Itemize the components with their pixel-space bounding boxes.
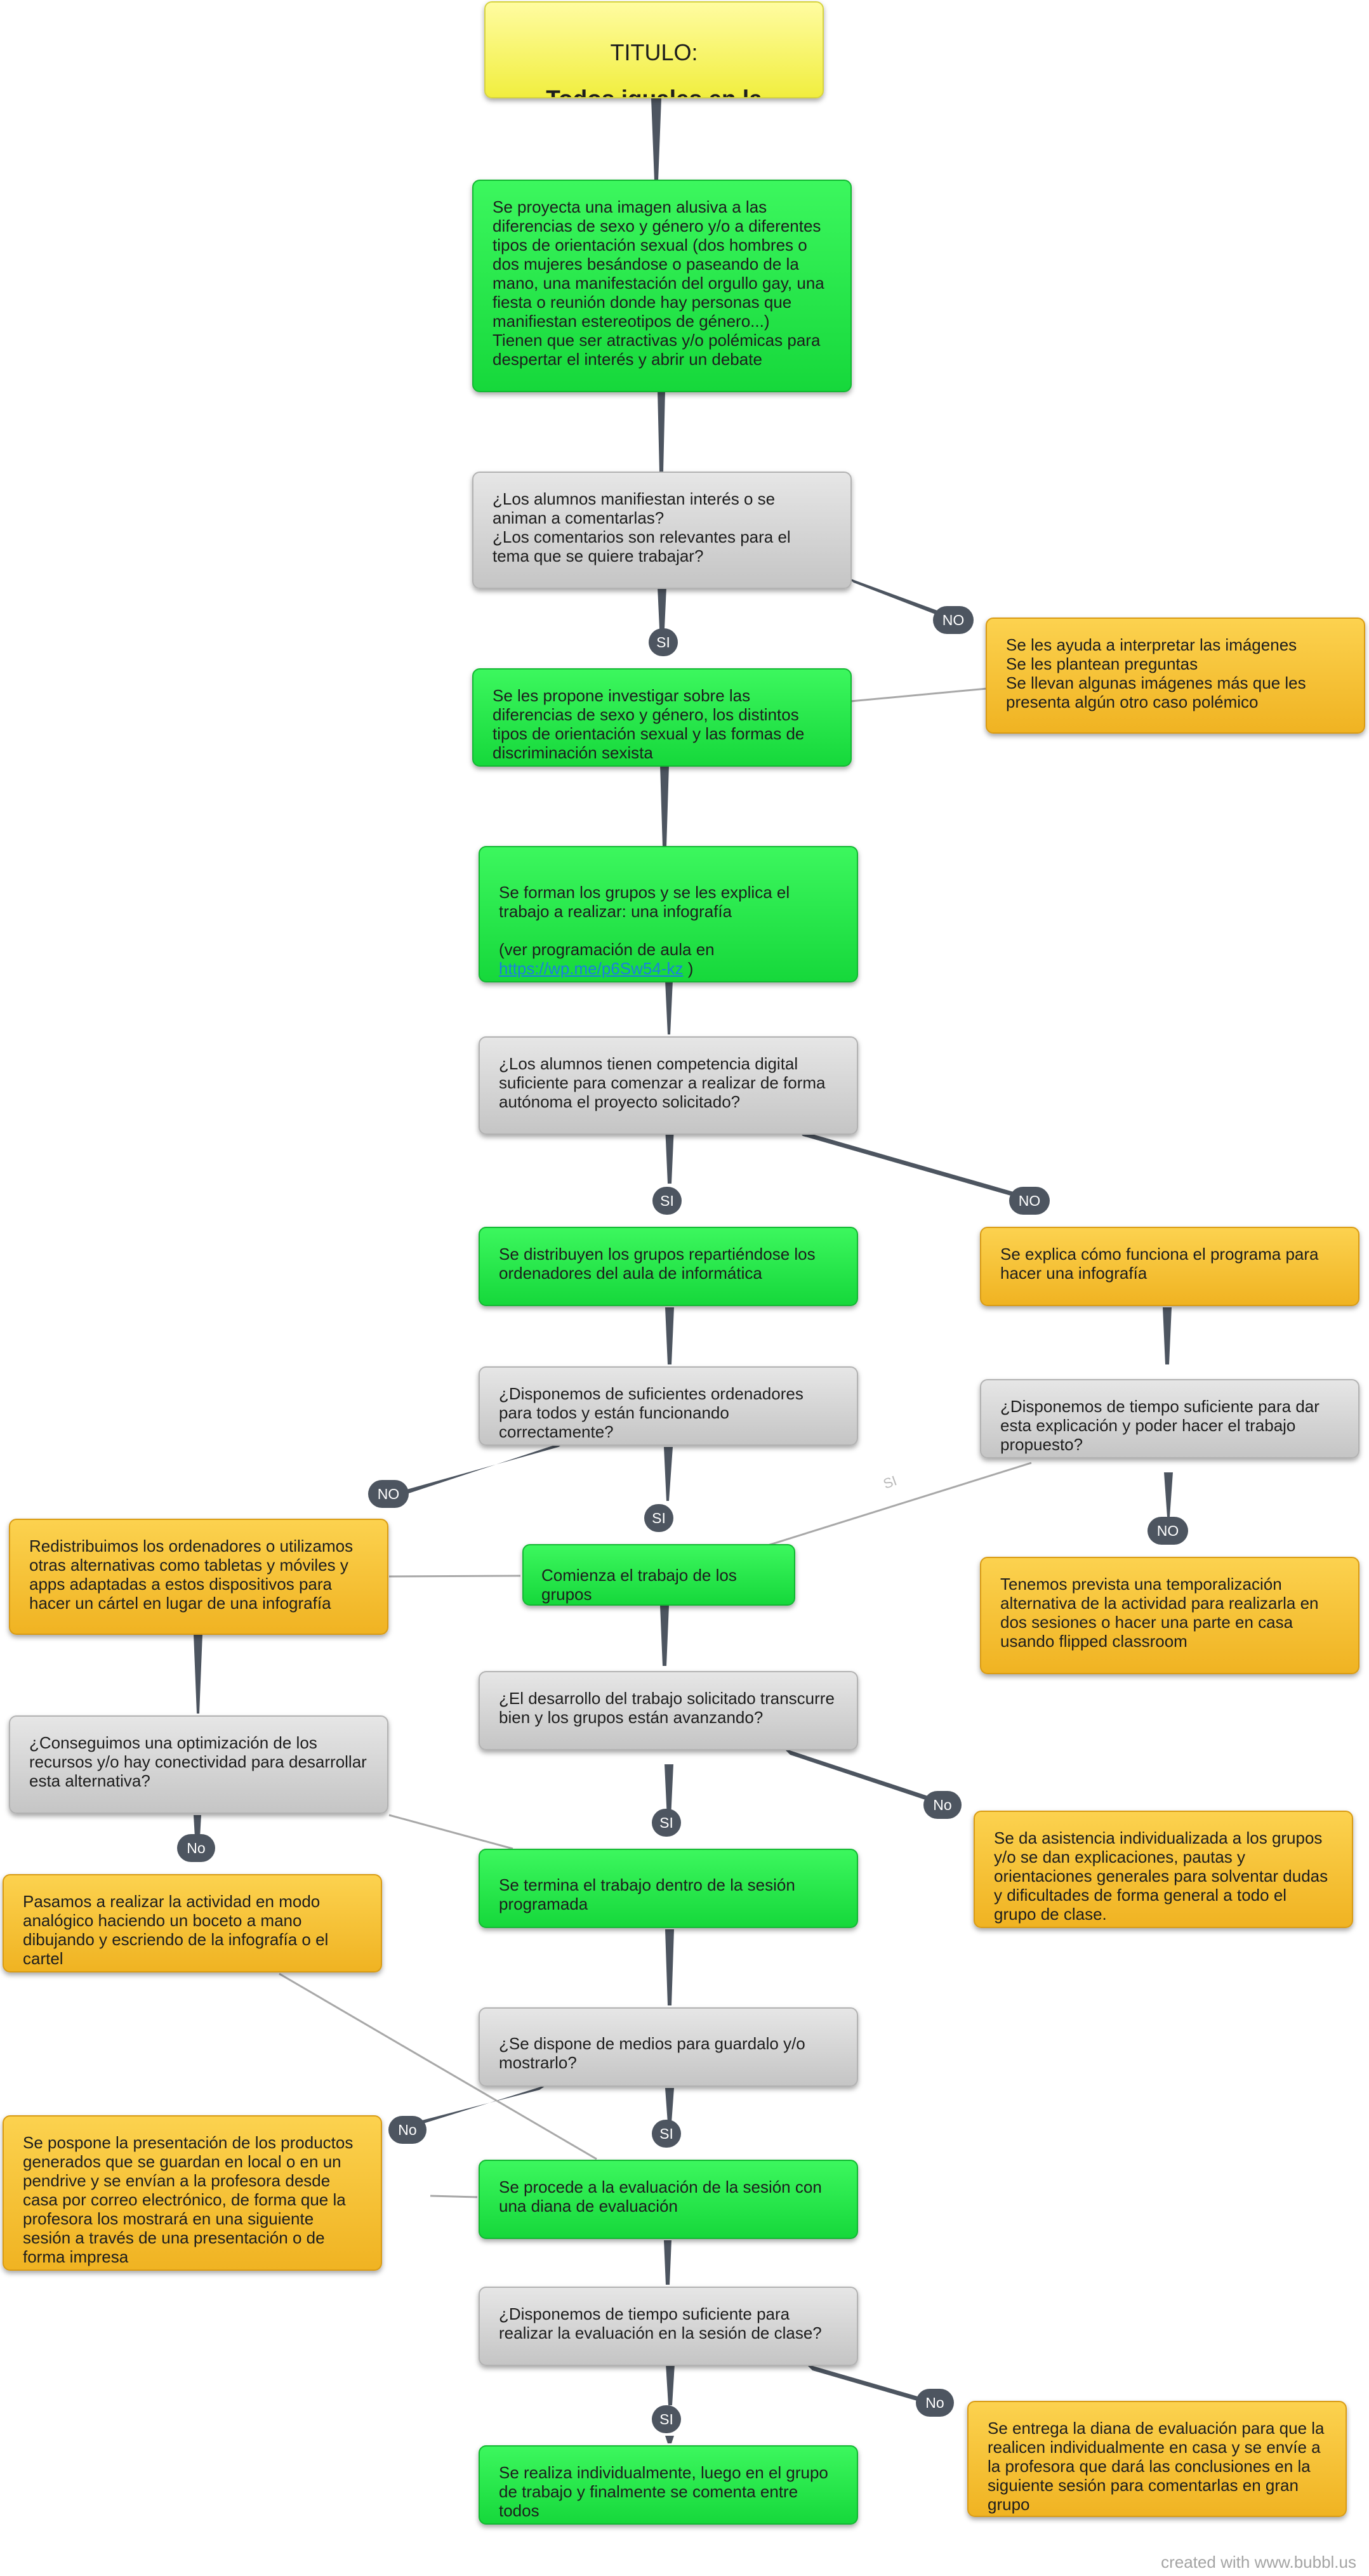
label-no: No — [923, 1791, 962, 1819]
label-si: SI — [649, 628, 678, 656]
postpone-node: Se pospone la presentación de los produc… — [3, 2115, 382, 2271]
home-evaluation-node: Se entrega la diana de evaluación para q… — [967, 2401, 1347, 2517]
title-label: TITULO: — [610, 39, 698, 65]
question-time-eval-node: ¿Disponemos de tiempo suficiente para re… — [479, 2287, 858, 2366]
alternative-schedule-node: Tenemos prevista una temporalización alt… — [980, 1557, 1359, 1674]
connector — [850, 687, 988, 703]
question-progress-node: ¿El desarrollo del trabajo solicitado tr… — [479, 1671, 858, 1750]
connector — [664, 1447, 673, 1501]
final-node: Se realiza individualmente, luego en el … — [479, 2445, 858, 2525]
connector — [651, 98, 661, 181]
label-si: SI — [644, 1504, 673, 1532]
connector — [664, 2240, 671, 2285]
label-no: No — [916, 2389, 954, 2417]
label-no: NO — [933, 606, 974, 634]
connector — [666, 2364, 675, 2405]
connector — [665, 981, 673, 1034]
connector — [388, 1441, 568, 1499]
label-no: NO — [1147, 1517, 1188, 1545]
connector — [665, 2436, 674, 2443]
evaluation-node: Se procede a la evaluación de la sesión … — [479, 2160, 858, 2239]
connector — [665, 1929, 674, 2005]
connector — [400, 2085, 547, 2130]
connector — [388, 1814, 513, 1850]
label-si: SI — [652, 1187, 682, 1215]
label-si: SI — [652, 2405, 681, 2433]
connector — [665, 1764, 673, 1818]
individual-help-node: Se da asistencia individualizada a los g… — [974, 1811, 1353, 1928]
connector — [665, 2088, 674, 2123]
connector — [658, 390, 665, 473]
question-time-explain-node: ¿Disponemos de tiempo suficiente para da… — [980, 1379, 1359, 1458]
explain-program-node: Se explica cómo funciona el programa par… — [980, 1227, 1359, 1306]
label-si: SI — [652, 2120, 681, 2148]
connector — [1163, 1307, 1172, 1364]
question-optimization-node: ¿Conseguimos una optimización de los rec… — [9, 1715, 388, 1814]
question-computers-node: ¿Disponemos de suficientes ordenadores p… — [479, 1366, 858, 1446]
finish-session-node: Se termina el trabajo dentro de la sesió… — [479, 1849, 858, 1928]
connector — [847, 578, 949, 619]
connector — [279, 1972, 597, 2160]
analog-node: Pasamos a realizar la actividad en modo … — [3, 1874, 382, 1972]
connector — [797, 1130, 1024, 1199]
connector — [665, 1126, 674, 1184]
thick-connectors — [194, 98, 1173, 2443]
label-si: SI — [652, 1809, 681, 1837]
start-work-node: Comienza el trabajo de los grupos — [522, 1544, 795, 1606]
redistribute-node: Redistribuimos los ordenadores o utiliza… — [9, 1519, 388, 1635]
connector — [806, 2364, 924, 2402]
label-no: NO — [1009, 1187, 1050, 1215]
thin-connectors — [279, 687, 1032, 2198]
intro-node: Se proyecta una imagen alusiva a las dif… — [472, 180, 852, 392]
connector — [430, 2195, 478, 2198]
question-digital-node: ¿Los alumnos tienen competencia digital … — [479, 1036, 858, 1135]
help-interpret-node: Se les ayuda a interpretar las imágenes … — [986, 618, 1365, 734]
connector — [194, 1634, 202, 1714]
connector — [761, 1462, 1032, 1549]
connector — [660, 1606, 669, 1666]
connector — [1164, 1472, 1173, 1517]
connector — [784, 1748, 936, 1802]
question-save-node: ¿Se dispone de medios para guardalo y/o … — [479, 2007, 858, 2087]
question-interest-node: ¿Los alumnos manifiestan interés o se an… — [472, 472, 852, 589]
programming-link[interactable]: https://wp.me/p6Sw54-kz — [499, 959, 684, 978]
connector — [660, 765, 669, 847]
label-no: No — [388, 2116, 427, 2144]
groups-node: Se forman los grupos y se les explica el… — [479, 846, 858, 982]
connector — [665, 1307, 674, 1364]
title-node: TITULO: Todos iguales en la diferencia — [484, 1, 824, 98]
footer-credit: created with www.bubbl.us — [1161, 2553, 1356, 2572]
label-no: NO — [368, 1480, 409, 1508]
investigate-node: Se les propone investigar sobre las dife… — [472, 668, 852, 767]
groups-text: Se forman los grupos y se les explica el… — [499, 883, 790, 959]
title-text: Todos iguales en la diferencia — [498, 85, 810, 97]
groups-text-end: ) — [683, 959, 694, 978]
distribute-node: Se distribuyen los grupos repartiéndose … — [479, 1227, 858, 1306]
label-no: No — [177, 1834, 215, 1862]
